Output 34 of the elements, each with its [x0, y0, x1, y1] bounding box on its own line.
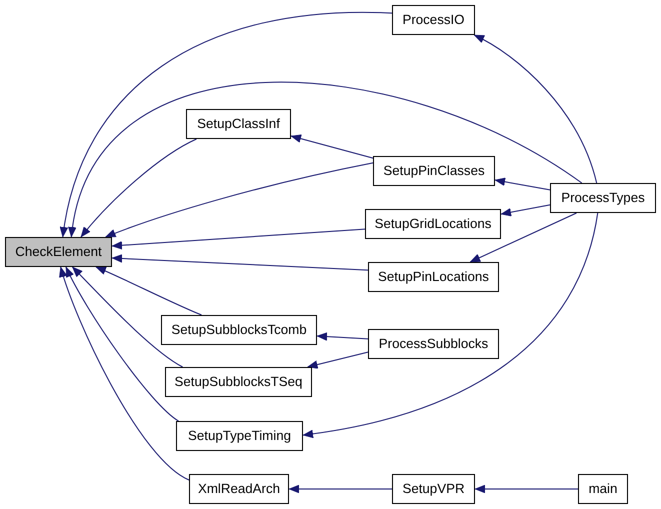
arrow	[288, 484, 392, 494]
function-box: SetupSubblocksTcomb	[161, 315, 317, 345]
arrow	[290, 134, 374, 159]
function-box: main	[578, 474, 628, 504]
highlighted-function-box: CheckElement	[5, 237, 112, 267]
arrow	[474, 34, 598, 184]
arrow	[500, 204, 550, 216]
arrow	[59, 266, 190, 480]
function-box: SetupVPR	[392, 474, 475, 504]
arrow	[95, 266, 202, 316]
arrow	[302, 212, 598, 438]
function-box: SetupClassInf	[186, 109, 291, 139]
arrow	[470, 212, 577, 262]
arrow	[474, 484, 578, 494]
function-box: SetupGridLocations	[365, 209, 501, 239]
function-box: SetupSubblocksTSeq	[165, 367, 312, 397]
arrow	[307, 352, 368, 369]
function-box: ProcessIO	[392, 5, 475, 35]
arrow	[69, 82, 582, 238]
arrow	[112, 254, 368, 271]
arrow	[66, 266, 180, 422]
function-box: ProcessSubblocks	[368, 329, 499, 359]
arrow	[105, 162, 374, 238]
function-box: SetupPinClasses	[373, 156, 495, 186]
arrow	[316, 332, 368, 341]
arrow	[60, 12, 392, 238]
function-box: SetupTypeTiming	[176, 421, 303, 451]
arrow	[494, 178, 550, 190]
arrow	[80, 138, 197, 238]
function-box: XmlReadArch	[189, 474, 289, 504]
arrow	[72, 266, 184, 368]
function-box: SetupPinLocations	[368, 262, 499, 292]
arrow	[112, 228, 366, 250]
function-box: ProcessTypes	[550, 183, 656, 213]
